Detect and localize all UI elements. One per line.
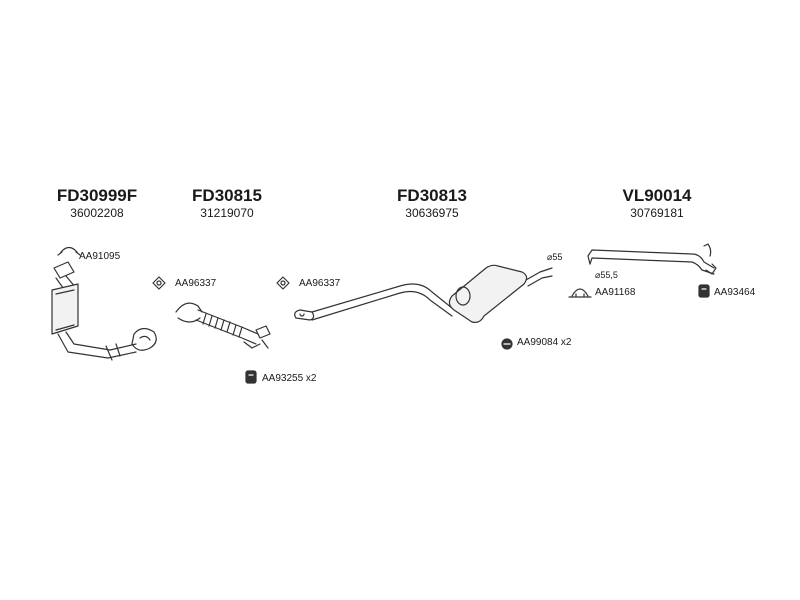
- part-number-4: 30769181: [630, 206, 684, 220]
- hanger-icon-aa93464: [698, 284, 710, 298]
- label-aa91168: AA91168: [595, 287, 636, 298]
- label-aa93464: AA93464: [714, 287, 756, 298]
- catalytic-converter-icon: [51, 261, 157, 361]
- part-number-3: 30636975: [405, 206, 459, 220]
- flexible-pipe-icon: [175, 302, 271, 349]
- gasket-icon-aa96337-right: [276, 276, 290, 290]
- part-code-4: VL90014: [622, 186, 692, 205]
- part-code-2: FD30815: [192, 186, 262, 205]
- part-number-1: 36002208: [70, 206, 124, 220]
- dimension-55: ⌀55: [547, 252, 563, 262]
- label-aa96337-left: AA96337: [175, 278, 217, 289]
- label-aa93255: AA93255 x2: [262, 373, 317, 384]
- mount-icon-aa99084: [501, 338, 513, 350]
- gasket-icon-aa96337-left: [152, 276, 166, 290]
- dimension-55-5: ⌀55,5: [595, 270, 618, 280]
- clamp-icon-aa91095: [57, 246, 81, 256]
- middle-silencer-pipe-icon: [294, 264, 553, 323]
- part-code-3: FD30813: [397, 186, 467, 205]
- rubber-mount-icon-aa93255: [245, 370, 257, 384]
- tail-pipe-icon: [587, 243, 717, 275]
- label-aa96337-right: AA96337: [299, 278, 341, 289]
- clamp-icon-aa91168: [568, 288, 592, 298]
- label-aa99084: AA99084 x2: [517, 337, 572, 348]
- part-number-2: 31219070: [200, 206, 254, 220]
- part-code-1: FD30999F: [56, 186, 138, 205]
- label-aa91095: AA91095: [79, 251, 121, 262]
